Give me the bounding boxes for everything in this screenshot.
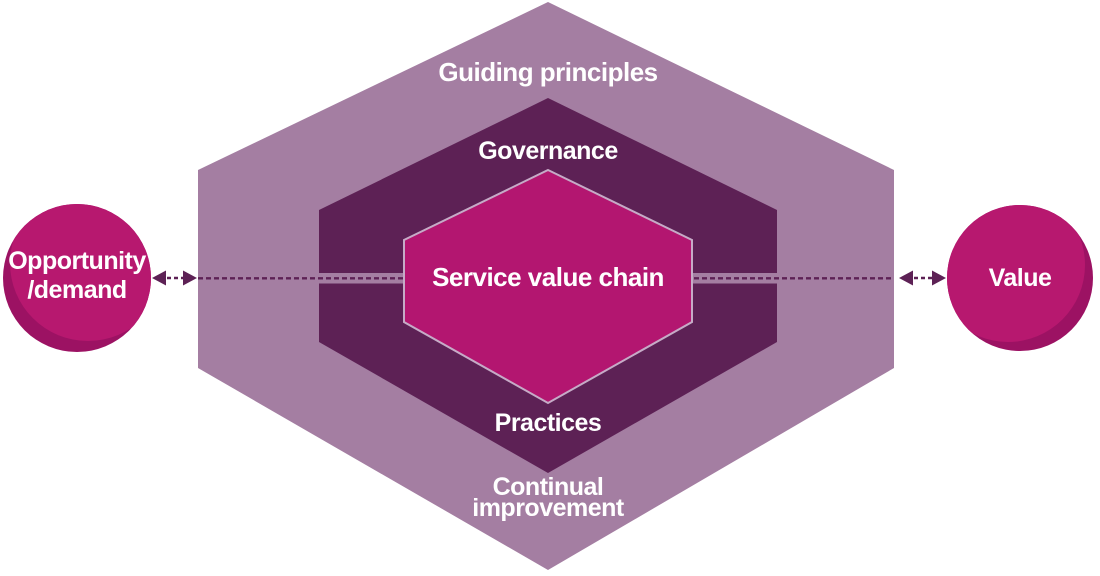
inner-hexagon [403,168,693,405]
left-double-arrow-icon [152,270,197,286]
right-arrowhead-east [932,270,946,286]
right-double-arrow-icon [899,270,946,286]
opportunity-circle-body [10,204,151,341]
left-arrowhead-west [152,270,166,286]
right-arrowhead-west [899,270,913,286]
left-arrowhead-east [183,270,197,286]
value-circle [947,205,1093,351]
value-circle-body [947,205,1085,342]
opportunity-demand-circle [3,204,151,352]
